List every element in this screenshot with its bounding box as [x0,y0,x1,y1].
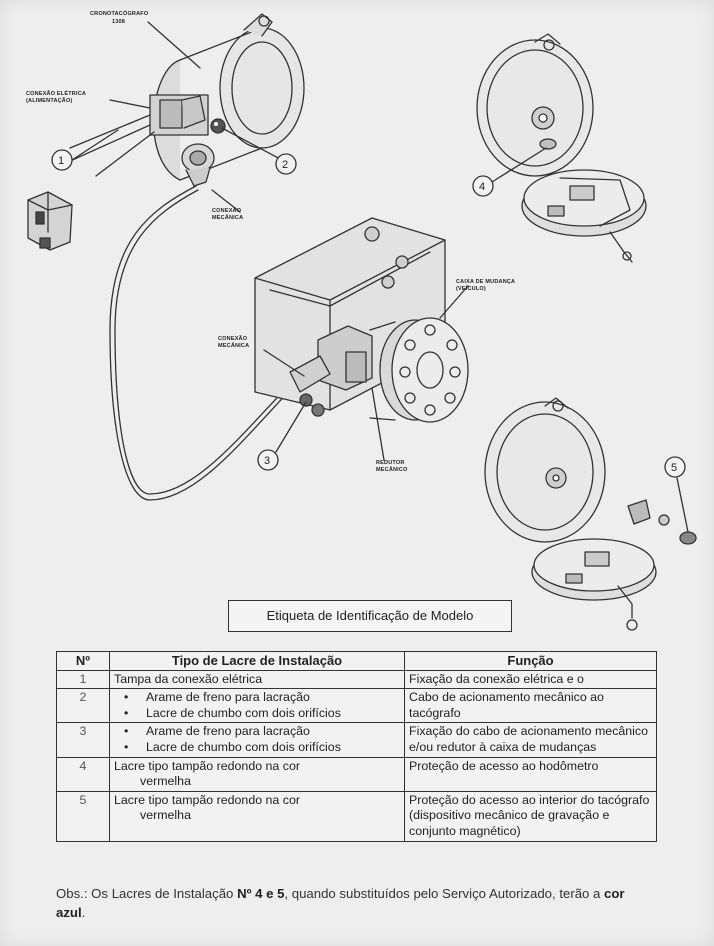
table-header-row: Nº Tipo de Lacre de Instalação Função [56,651,657,671]
label-mech-connection-top: CONEXÃO [212,207,242,214]
table-row: 3 Arame de freno para lacração Lacre de … [56,722,657,758]
table-row: 2 Arame de freno para lacração Lacre de … [56,688,657,724]
header-seal-type: Tipo de Lacre de Instalação [109,651,405,671]
row-number: 1 [56,669,110,690]
label-mech-connection-mid-sub: MECÂNICA [218,342,249,349]
seal-type-line2: vermelha [140,774,191,789]
installation-seals-diagram: 1 2 3 4 5 CRONOTACÓGRAFO 1308 CONEXÃO EL… [26,9,697,631]
model-identification-label: Etiqueta de Identificação de Modelo [228,600,512,632]
tachograph-open-drawing-5 [484,397,697,631]
seal-type-line1: Lacre tipo tampão redondo na cor [114,792,300,807]
obs-suffix: . [81,905,86,920]
seal-type-line1: Lacre tipo tampão redondo na cor [114,758,300,773]
header-function: Função [404,651,657,671]
obs-middle: , quando substituídos pelo Serviço Autor… [284,886,605,901]
obs-prefix: Obs.: Os Lacres de Instalação [56,886,238,901]
seal-function: Proteção do acesso ao interior do tacógr… [404,790,657,842]
callout-3-circle [257,449,279,471]
leader-callout-3 [275,401,307,453]
seal-type-bullet: Arame de freno para lacração [124,724,400,740]
callout-2: 2 [282,159,288,171]
installation-seals-table: Nº Tipo de Lacre de Instalação Função 1 … [56,651,657,842]
obs-seal-numbers: Nº 4 e 5 [237,886,285,901]
seal-type: Lacre tipo tampão redondo na cor vermelh… [109,756,405,792]
callout-4: 4 [479,181,485,193]
label-gearbox: CAIXA DE MUDANÇA [456,279,515,285]
header-number: Nº [56,651,110,671]
label-reducer: REDUTOR [376,460,405,466]
callout-5: 5 [671,462,677,474]
obs-blue-color: cor azul [56,886,625,920]
seal-function: Cabo de acionamento mecânico ao tacógraf… [404,688,657,724]
seal-type: Arame de freno para lacração Lacre de ch… [109,722,405,758]
leader-electric [109,99,151,109]
row-number: 2 [56,688,110,724]
callout-1: 1 [58,155,64,167]
observation-note: Obs.: Os Lacres de Instalação Nº 4 e 5, … [56,884,656,922]
seal-function: Proteção de acesso ao hodômetro [404,756,657,792]
leader-tachograph [147,21,201,69]
seal-type-line2: vermelha [140,808,191,823]
leader-callout-2 [221,127,283,161]
label-electric-connection-sub: (ALIMENTAÇÃO) [26,97,73,104]
label-gearbox-sub: (VEÍCULO) [456,284,486,292]
gearbox-drawing [254,217,469,423]
leader-mech-top [211,189,241,213]
callout-4-circle [472,175,494,197]
seal-type-bullet: Lacre de chumbo com dois orifícios [124,706,400,722]
seal-type-bullet: Arame de freno para lacração [124,690,400,706]
seal-type: Arame de freno para lacração Lacre de ch… [109,688,405,724]
label-tachograph: CRONOTACÓGRAFO [90,9,149,17]
table-row: 1 Tampa da conexão elétrica Fixação da c… [56,669,657,690]
leader-reducer [371,387,385,461]
table-row: 4 Lacre tipo tampão redondo na cor verme… [56,756,657,792]
label-mech-connection-top-sub: MECÂNICA [212,214,243,221]
seal-function: Fixação da conexão elétrica e o [404,669,657,690]
seal-type: Lacre tipo tampão redondo na cor vermelh… [109,790,405,842]
callout-3: 3 [264,455,270,467]
row-number: 3 [56,722,110,758]
row-number: 5 [56,790,110,842]
plug-component-drawing [27,191,73,251]
leader-callout-4 [491,147,547,183]
leader-callout-5 [676,477,689,533]
seal-type: Tampa da conexão elétrica [109,669,405,690]
label-tachograph-model: 1308 [112,19,125,25]
label-electric-connection: CONEXÃO ELÉTRICA [26,89,86,97]
leader-mech-mid [263,349,305,377]
callout-1-circle [51,149,73,171]
label-mech-connection-mid: CONEXÃO [218,335,248,342]
leader-gearbox [439,285,469,319]
tachograph-open-drawing-4 [476,33,647,263]
seal-type-bullet: Lacre de chumbo com dois orifícios [124,740,400,756]
callout-5-circle [664,456,686,478]
table-row: 5 Lacre tipo tampão redondo na cor verme… [56,790,657,842]
label-reducer-sub: MECÂNICO [376,466,408,473]
leader-callout-1 [71,129,119,161]
seal-function: Fixação do cabo de acionamento mecânico … [404,722,657,758]
callout-2-circle [275,153,297,175]
row-number: 4 [56,756,110,792]
tachograph-unit-drawing [67,13,305,501]
